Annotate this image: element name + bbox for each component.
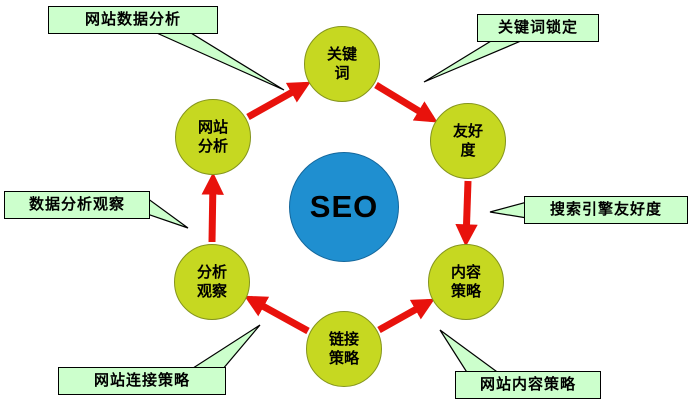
callout-engine-friendliness: 搜索引擎友好度 [524,196,688,224]
node-friendliness-label: 友好度 [452,122,483,160]
callout-site-data-analysis: 网站数据分析 [48,6,218,34]
center-seo-label: SEO [309,189,379,224]
arrow-link-to-observe [244,295,310,335]
callout-site-content-strategy-label: 网站内容策略 [479,376,576,393]
arrow-friendliness-to-content [455,180,478,247]
node-keywords-label: 关键词 [326,45,357,83]
node-site-analysis: 网站分析 [175,99,251,175]
node-analysis-observe: 分析观察 [174,244,250,320]
node-content-strategy-label: 内容策略 [450,263,481,301]
callout-keyword-targeting-label: 关键词锁定 [497,19,578,36]
node-link-strategy-label: 链接策略 [328,330,359,368]
callout-tail-data-observation [146,196,189,229]
node-link-strategy: 链接策略 [306,311,382,387]
callout-tail-site-content-strategy [439,329,502,375]
callout-data-observation-label: 数据分析观察 [28,196,125,213]
arrow-link-to-content [377,298,435,334]
node-friendliness: 友好度 [430,103,506,179]
callout-site-link-strategy-label: 网站连接策略 [93,372,190,389]
callout-data-observation: 数据分析观察 [4,191,150,219]
callout-tail-site-data-analysis [149,29,285,91]
center-seo-circle: SEO [289,152,399,262]
node-keywords: 关键词 [304,26,380,102]
callout-engine-friendliness-label: 搜索引擎友好度 [549,201,662,218]
callout-site-data-analysis-label: 网站数据分析 [84,11,181,28]
node-site-analysis-label: 网站分析 [197,118,228,156]
callout-tail-site-link-strategy [187,324,261,371]
callout-tail-keyword-targeting [423,37,529,83]
callout-site-link-strategy: 网站连接策略 [58,367,226,395]
callout-site-content-strategy: 网站内容策略 [455,371,601,399]
arrow-keywords-to-friendliness [374,82,438,123]
node-analysis-observe-label: 分析观察 [196,263,227,301]
callout-tail-engine-friendliness [489,201,528,219]
arrow-observe-to-site [201,172,224,243]
arrow-site-to-keywords [246,81,311,121]
node-content-strategy: 内容策略 [428,244,504,320]
callout-keyword-targeting: 关键词锁定 [477,14,599,42]
